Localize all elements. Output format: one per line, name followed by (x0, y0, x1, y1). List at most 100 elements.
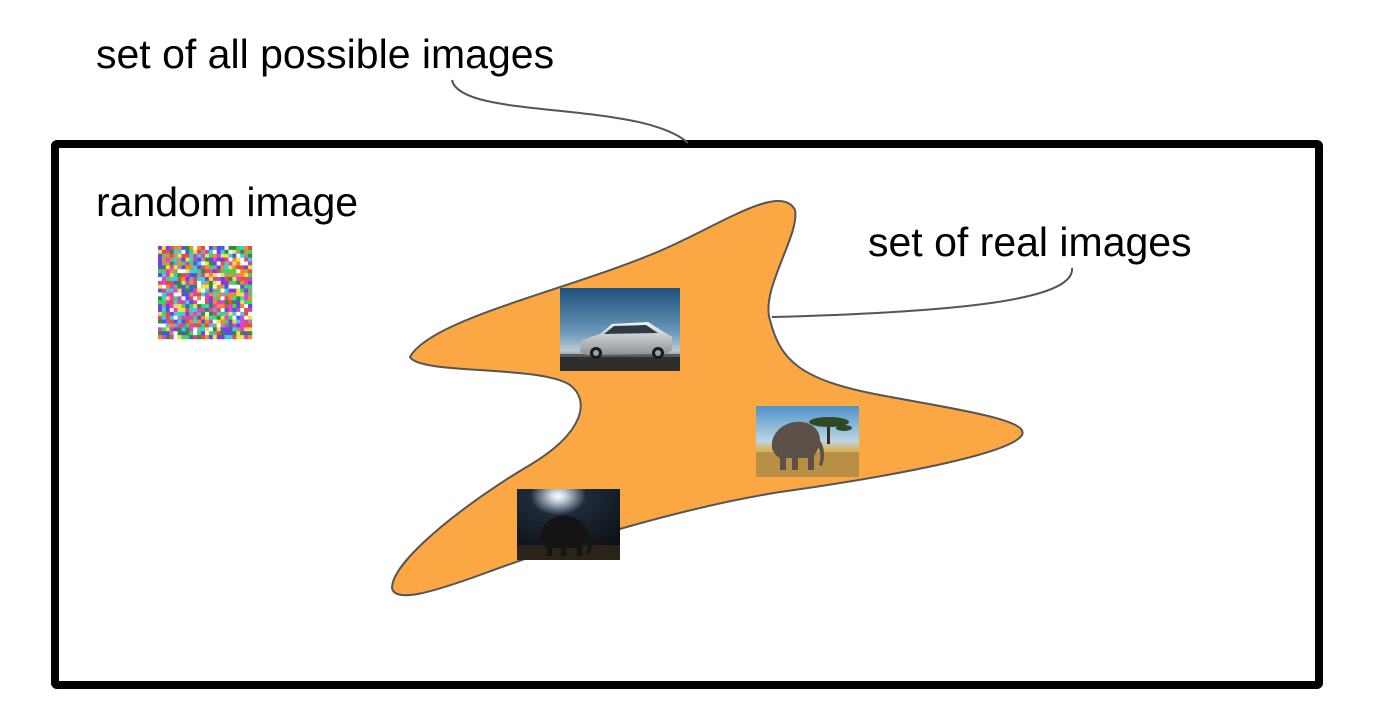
noise-pixel (181, 331, 186, 336)
noise-pixel (165, 331, 170, 336)
noise-pixel (248, 292, 253, 297)
noise-pixel (181, 319, 186, 324)
noise-pixel (228, 277, 233, 282)
noise-pixel (169, 300, 174, 305)
noise-pixel (189, 292, 194, 297)
noise-pixel (161, 300, 167, 305)
noise-pixel (205, 311, 210, 316)
noise-pixel (244, 273, 249, 278)
noise-pixel (232, 292, 237, 297)
noise-pixel (216, 292, 221, 297)
noise-pixel (161, 331, 167, 336)
noise-pixel (216, 269, 221, 274)
noise-pixel (189, 319, 194, 324)
noise-pixel (228, 253, 233, 258)
noise-pixel (205, 265, 210, 270)
noise-pixel (201, 253, 206, 258)
noise-pixel (228, 319, 233, 324)
noise-pixel (169, 253, 174, 258)
noise-pixel (244, 269, 249, 274)
noise-pixel (228, 261, 233, 266)
noise-pixel (212, 280, 217, 285)
noise-pixel (212, 253, 217, 258)
noise-pixel (232, 327, 237, 332)
noise-pixel (158, 246, 163, 251)
noise-pixel (181, 284, 186, 289)
noise-pixel (161, 292, 167, 297)
noise-pixel (248, 296, 253, 301)
noise-pixel (244, 246, 249, 251)
noise-pixel (201, 300, 206, 305)
noise-pixel (173, 284, 178, 289)
noise-pixel (248, 261, 253, 266)
noise-pixel (177, 269, 182, 274)
noise-pixel (177, 311, 182, 316)
noise-pixel (248, 304, 253, 309)
noise-pixel (224, 315, 229, 320)
noise-pixel (216, 331, 221, 336)
car-photo (560, 288, 680, 371)
noise-pixel (158, 249, 163, 254)
noise-pixel (232, 284, 237, 289)
noise-pixel (212, 304, 217, 309)
noise-pixel (197, 280, 202, 285)
noise-pixel (161, 288, 167, 293)
noise-pixel (177, 284, 182, 289)
noise-pixel (240, 323, 245, 328)
noise-pixel (185, 296, 190, 301)
all-images-boundary (51, 140, 1323, 689)
noise-pixel (224, 277, 229, 282)
noise-pixel (236, 257, 241, 262)
noise-pixel (161, 296, 167, 301)
noise-pixel (165, 335, 170, 340)
noise-pixel (169, 296, 174, 301)
noise-pixel (216, 273, 221, 278)
noise-pixel (240, 288, 245, 293)
noise-pixel (201, 269, 206, 274)
noise-pixel (216, 323, 221, 328)
noise-pixel (173, 296, 178, 301)
noise-pixel (208, 319, 214, 324)
noise-pixel (208, 265, 214, 270)
noise-pixel (185, 249, 190, 254)
noise-pixel (173, 304, 178, 309)
noise-pixel (236, 280, 241, 285)
noise-pixel (158, 273, 163, 278)
noise-pixel (158, 257, 163, 262)
noise-pixel (244, 315, 249, 320)
noise-pixel (244, 253, 249, 258)
noise-pixel (193, 261, 198, 266)
noise-pixel (193, 308, 198, 313)
noise-pixel (185, 269, 190, 274)
noise-pixel (236, 249, 241, 254)
noise-pixel (197, 304, 202, 309)
noise-pixel (248, 315, 253, 320)
noise-pixel (240, 269, 245, 274)
noise-pixel (161, 327, 167, 332)
noise-pixel (201, 308, 206, 313)
noise-pixel (158, 327, 163, 332)
noise-pixel (193, 246, 198, 251)
noise-pixel (220, 253, 225, 258)
noise-pixel (161, 323, 167, 328)
noise-pixel (158, 284, 163, 289)
noise-pixel (177, 273, 182, 278)
noise-pixel (216, 249, 221, 254)
noise-pixel (216, 261, 221, 266)
noise-pixel (177, 253, 182, 258)
noise-pixel (232, 288, 237, 293)
noise-pixel (248, 323, 253, 328)
noise-pixel (224, 257, 229, 262)
noise-pixel (189, 280, 194, 285)
noise-pixel (165, 308, 170, 313)
noise-pixel (177, 246, 182, 251)
noise-pixel (173, 246, 178, 251)
noise-pixel (169, 284, 174, 289)
noise-pixel (248, 331, 253, 336)
noise-pixel (224, 300, 229, 305)
noise-pixel (165, 296, 170, 301)
noise-pixel (208, 335, 214, 340)
real-images-label: set of real images (868, 219, 1192, 265)
noise-pixel (216, 284, 221, 289)
noise-pixel (248, 319, 253, 324)
